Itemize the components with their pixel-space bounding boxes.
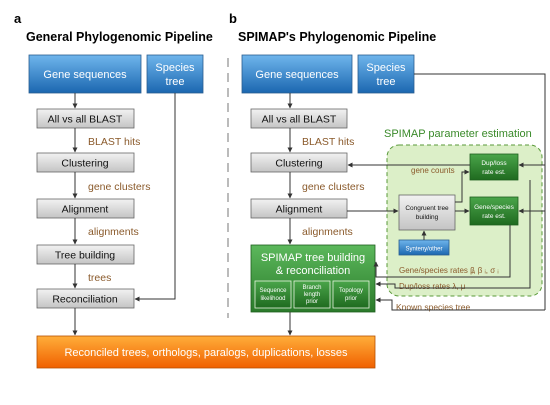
sub-box-branch-length-prior: Branch length prior (293, 280, 331, 309)
panel-a-step-alignment-label: Alignment (62, 204, 109, 216)
param-estimation-region (386, 144, 543, 297)
congruent-l1: Congruent tree (405, 205, 449, 212)
sub-box-sequence-likelihood: Sequence likelihood (254, 280, 292, 309)
panel-a-species-tree-box (146, 54, 204, 94)
output-box (36, 335, 376, 369)
sub-box-branch-l1: Branch (302, 285, 321, 291)
panel-a-step-tree-building-label: Tree building (55, 250, 115, 262)
panel-a-edge-blast-hits: BLAST hits (88, 136, 140, 148)
dup-loss-rates-label: Dup/loss rates λ, μ (399, 282, 466, 291)
congruent-tree-box: Congruent tree building (398, 194, 456, 231)
panel-b-edge-gene-clusters: gene clusters (302, 181, 364, 193)
panel-a-step-alignment: Alignment (36, 198, 135, 219)
congruent-l2: building (416, 214, 439, 221)
sub-box-branch-l3: prior (306, 299, 318, 305)
gene-species-rate-box: Gene/species rate est. (469, 196, 519, 226)
panel-b-species-label: Species (366, 62, 406, 74)
dup-loss-l2: rate est. (482, 169, 506, 176)
panel-a-gene-sequences-box (28, 54, 142, 94)
panel-b-tree-label: tree (377, 76, 396, 88)
panel-b-edge-blast-hits: BLAST hits (302, 136, 354, 148)
gene-species-rates-label: Gene/species rates β (399, 266, 475, 275)
panel-b-step-clustering: Clustering (250, 152, 348, 173)
gene-species-l2: rate est. (482, 213, 506, 220)
panel-a-step-reconciliation: Reconciliation (36, 288, 135, 309)
panel-a-letter: a (14, 11, 22, 26)
gene-species-rates-subs: ᵢ, β ᵢ, σ ᵢ (472, 266, 499, 275)
param-estimation-title: SPIMAP parameter estimation (384, 128, 532, 140)
gene-counts-label: gene counts (411, 166, 455, 175)
panel-b-gene-sequences-box (241, 54, 353, 94)
gene-species-l1: Gene/species (474, 204, 514, 211)
sub-box-topo-l1: Topology (339, 288, 363, 294)
panel-a-title: General Phylogenomic Pipeline (26, 30, 213, 44)
synteny-other-box: Synteny/other (398, 239, 450, 256)
panel-a-step-blast: All vs all BLAST (36, 108, 135, 129)
sub-box-topo-l2: prior (345, 296, 357, 302)
panel-a-edge-alignments: alignments (88, 226, 139, 238)
output-label: Reconciled trees, orthologs, paralogs, d… (64, 347, 348, 359)
panel-b-title: SPIMAP's Phylogenomic Pipeline (238, 30, 436, 44)
panel-b-step-alignment-label: Alignment (276, 204, 323, 216)
panel-a-step-tree-building: Tree building (36, 244, 135, 265)
panel-b-step-blast: All vs all BLAST (250, 108, 348, 129)
known-species-tree-label: Known species tree (396, 302, 470, 312)
synteny-label: Synteny/other (405, 247, 442, 253)
spimap-tree-building-line2: & reconciliation (276, 265, 351, 277)
panel-a-tree-label: tree (166, 76, 185, 88)
panel-b-gene-sequences-label: Gene sequences (255, 69, 339, 81)
panel-a-step-clustering-label: Clustering (61, 158, 108, 170)
panel-a-gene-sequences-label: Gene sequences (43, 69, 127, 81)
dup-loss-l1: Dup/loss (481, 160, 507, 167)
panel-a-edge-gene-clusters: gene clusters (88, 181, 150, 193)
sub-box-branch-l2: length (304, 292, 320, 298)
panel-b-step-blast-label: All vs all BLAST (262, 114, 337, 126)
dup-loss-rate-box: Dup/loss rate est. (469, 153, 519, 181)
panel-b-step-alignment: Alignment (250, 198, 348, 219)
sub-box-topology-prior: Topology prior (332, 280, 370, 309)
panel-b-arrows (287, 73, 546, 336)
panel-a-step-clustering: Clustering (36, 152, 135, 173)
panel-b-edge-alignments: alignments (302, 226, 353, 238)
panel-a-step-reconciliation-label: Reconciliation (52, 294, 118, 306)
spimap-tree-building-line1: SPIMAP tree building (261, 252, 365, 264)
panel-a-arrows (72, 93, 176, 336)
sub-box-seq-l1: Sequence (259, 288, 287, 294)
panel-a-species-label: Species (155, 62, 195, 74)
sub-box-seq-l2: likelihood (260, 296, 285, 302)
panel-a-step-blast-label: All vs all BLAST (48, 114, 123, 126)
panel-a-edge-trees: trees (88, 272, 111, 284)
panel-b-step-clustering-label: Clustering (275, 158, 322, 170)
panel-b-letter: b (229, 11, 237, 26)
